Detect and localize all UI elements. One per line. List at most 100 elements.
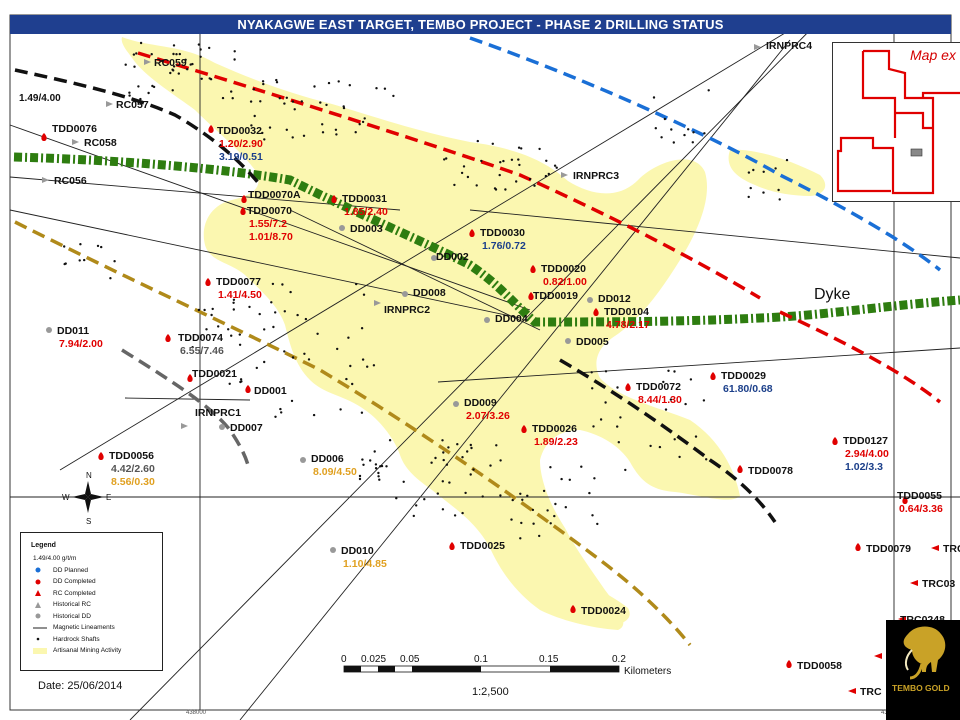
shaft-dot bbox=[261, 80, 265, 83]
shaft-dot bbox=[596, 522, 599, 526]
drill-hole-dd005[interactable]: DD005 bbox=[565, 336, 609, 348]
dd-completed-marker bbox=[530, 265, 536, 273]
hole-label: RC058 bbox=[84, 137, 117, 149]
shaft-dot bbox=[240, 380, 243, 383]
grade-label: 1.10/4.85 bbox=[343, 558, 387, 570]
shaft-dot bbox=[147, 91, 150, 95]
drill-hole-trc[interactable]: TRC bbox=[848, 686, 882, 698]
shaft-dot bbox=[616, 386, 619, 389]
drill-hole-irnprc1[interactable]: IRNPRC1 bbox=[181, 407, 241, 429]
shaft-dot bbox=[171, 68, 174, 71]
shaft-dot bbox=[283, 102, 286, 105]
dd-completed-marker bbox=[855, 543, 861, 551]
shaft-dot bbox=[360, 327, 364, 330]
drill-hole-tdd0019[interactable]: TDD0019 bbox=[528, 290, 578, 302]
drill-hole-rc057[interactable]: RC057 bbox=[106, 99, 149, 111]
drill-hole-rc056[interactable]: RC056 bbox=[42, 175, 87, 187]
drill-hole-irnprc3[interactable]: IRNPRC3 bbox=[561, 170, 619, 182]
historical-rc-marker bbox=[42, 177, 49, 183]
shaft-dot bbox=[469, 473, 472, 476]
drill-hole-trc[interactable]: TRC bbox=[931, 543, 960, 555]
drill-hole-tdd0076[interactable]: TDD0076 bbox=[41, 123, 97, 141]
hole-label: TDD0079 bbox=[866, 543, 911, 555]
shaft-dot bbox=[274, 311, 277, 314]
shaft-dot bbox=[649, 444, 652, 448]
shaft-dot bbox=[521, 498, 524, 501]
legend-item-grey-dot: Historical DD bbox=[33, 611, 162, 623]
drill-hole-rc059[interactable]: RC059 bbox=[144, 57, 187, 69]
red-trend-line-east bbox=[779, 310, 942, 404]
drill-hole-dd001[interactable]: DD001 bbox=[245, 385, 287, 397]
drill-hole-dd002[interactable]: DD002 bbox=[431, 251, 469, 263]
shaft-dot bbox=[291, 136, 294, 139]
shaft-dot bbox=[461, 511, 464, 515]
drill-hole-rc058[interactable]: RC058 bbox=[72, 137, 117, 149]
drill-hole-tdd0024[interactable]: TDD0024 bbox=[570, 605, 626, 617]
drill-hole-tdd0025[interactable]: TDD0025 bbox=[449, 540, 505, 552]
drill-hole-dd008[interactable]: DD008 bbox=[402, 287, 446, 299]
shaft-dot bbox=[132, 53, 136, 56]
shaft-dot bbox=[504, 188, 507, 191]
shaft-dot bbox=[538, 147, 541, 151]
shaft-dot bbox=[383, 87, 387, 90]
drill-hole-dd003[interactable]: DD003 bbox=[339, 223, 383, 235]
drill-hole-irnprc2[interactable]: IRNPRC2 bbox=[374, 300, 430, 316]
drill-hole-dd007[interactable]: DD007 bbox=[219, 422, 263, 434]
north-label: N bbox=[86, 471, 92, 480]
shaft-dot bbox=[302, 134, 306, 137]
drill-hole-tdd0058[interactable]: TDD0058 bbox=[786, 660, 842, 672]
drill-hole-dd004[interactable]: DD004 bbox=[484, 313, 528, 325]
scale-tick-5: 0.2 bbox=[612, 654, 626, 665]
shaft-dot bbox=[469, 443, 472, 447]
shaft-dot bbox=[347, 336, 350, 339]
grade-label: 1.02/3.3 bbox=[845, 461, 883, 473]
shaft-dot bbox=[453, 514, 457, 517]
shaft-dot bbox=[230, 90, 233, 93]
inset-map[interactable]: Map ex bbox=[832, 42, 960, 202]
drill-hole-tdd0078[interactable]: TDD0078 bbox=[737, 465, 793, 477]
dd-completed-marker bbox=[625, 383, 631, 391]
shaft-dot bbox=[462, 165, 466, 168]
inset-map-drawing bbox=[836, 49, 960, 195]
trend-lines bbox=[14, 36, 942, 647]
shaft-dot bbox=[703, 132, 706, 135]
dd-completed-marker bbox=[710, 372, 716, 380]
shaft-dot bbox=[325, 103, 328, 107]
shaft-dot bbox=[489, 464, 492, 467]
drill-hole-irnprc4[interactable]: IRNPRC4 bbox=[754, 40, 812, 52]
shaft-dot bbox=[448, 481, 451, 484]
shaft-dot bbox=[441, 508, 445, 511]
drill-hole-tdd0079[interactable]: TDD0079 bbox=[855, 543, 911, 555]
hole-label: TDD0074 bbox=[178, 332, 223, 344]
drill-hole-tdd0070a[interactable]: TDD0070A bbox=[241, 189, 301, 203]
shaft-dot bbox=[128, 91, 131, 94]
drill-hole-dd012[interactable]: DD012 bbox=[587, 293, 631, 305]
drill-hole-trc03[interactable]: TRC03 bbox=[910, 578, 955, 590]
hole-label: TDD0032 bbox=[217, 125, 262, 137]
south-label: S bbox=[86, 517, 91, 526]
drill-hole-tdd0021[interactable]: TDD0021 bbox=[187, 368, 237, 382]
scale-tick-3: 0.1 bbox=[474, 654, 488, 665]
shaft-dot bbox=[778, 198, 781, 201]
shaft-dot bbox=[345, 377, 348, 381]
shaft-dot bbox=[316, 332, 319, 335]
hardrock-shafts bbox=[62, 41, 789, 540]
